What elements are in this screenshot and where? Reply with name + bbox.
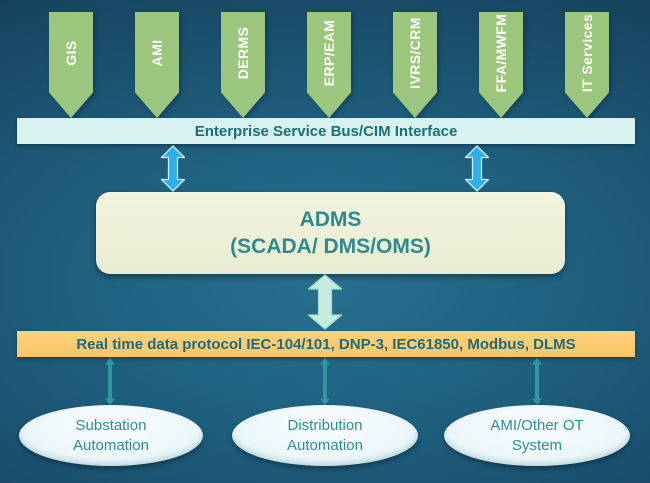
ot-label-line2: Automation bbox=[73, 436, 149, 454]
source-label: DERMS bbox=[235, 26, 251, 80]
double-arrow-icon bbox=[307, 274, 343, 330]
source-label: ERP/EAM bbox=[321, 19, 337, 87]
source-arrow-ami: AMI bbox=[135, 12, 179, 118]
ot-label-line1: AMI/Other OT bbox=[490, 416, 584, 434]
source-arrow-gis: GIS bbox=[49, 12, 93, 118]
adms-subtitle: (SCADA/ DMS/OMS) bbox=[230, 235, 431, 258]
source-arrow-derms: DERMS bbox=[221, 12, 265, 118]
esb-bar-label: Enterprise Service Bus/CIM Interface bbox=[194, 122, 458, 140]
source-arrow-ffa-mwfm: FFA/MWFM bbox=[479, 12, 523, 118]
adms-title: ADMS bbox=[299, 208, 362, 231]
source-systems-row: GIS AMI DERMS ERP/EAM IVRS/CRM FFA/MWFM … bbox=[49, 12, 609, 118]
ot-label-line1: Distribution bbox=[287, 416, 363, 434]
source-label: IT Services bbox=[579, 13, 595, 93]
down-arrow-icon bbox=[135, 12, 179, 118]
source-label: AMI bbox=[149, 39, 165, 67]
down-arrow-icon bbox=[393, 12, 437, 118]
source-arrow-ivrs-crm: IVRS/CRM bbox=[393, 12, 437, 118]
connector-arrow-icon bbox=[320, 358, 330, 405]
down-arrow-icon bbox=[221, 12, 265, 118]
connector-arrow-icon bbox=[532, 358, 542, 405]
connector-arrow-icon bbox=[105, 358, 115, 405]
ot-ellipse-distribution-automation: Distribution Automation bbox=[232, 405, 418, 466]
ot-label-line2: Automation bbox=[287, 436, 363, 454]
ot-label-line2: System bbox=[511, 436, 562, 454]
ot-label-line1: Substation bbox=[75, 416, 147, 434]
down-arrow-icon bbox=[49, 12, 93, 118]
ot-ellipse-substation-automation: Substation Automation bbox=[19, 405, 203, 466]
realtime-protocol-bar: Real time data protocol IEC-104/101, DNP… bbox=[17, 331, 635, 357]
source-label: GIS bbox=[63, 40, 79, 66]
source-arrow-it-services: IT Services bbox=[565, 12, 609, 118]
source-label: FFA/MWFM bbox=[493, 13, 509, 93]
source-arrow-erp-eam: ERP/EAM bbox=[307, 12, 351, 118]
down-arrow-icon bbox=[565, 12, 609, 118]
esb-cim-interface-bar: Enterprise Service Bus/CIM Interface bbox=[17, 118, 635, 144]
double-arrow-icon bbox=[464, 145, 490, 192]
down-arrow-icon bbox=[307, 12, 351, 118]
double-arrow-icon bbox=[160, 145, 186, 192]
ot-ellipse-ami-other-ot-system: AMI/Other OT System bbox=[444, 405, 630, 466]
protocol-bar-label: Real time data protocol IEC-104/101, DNP… bbox=[76, 335, 576, 353]
down-arrow-icon bbox=[479, 12, 523, 118]
adms-box: ADMS (SCADA/ DMS/OMS) bbox=[96, 192, 565, 274]
source-label: IVRS/CRM bbox=[407, 17, 423, 89]
